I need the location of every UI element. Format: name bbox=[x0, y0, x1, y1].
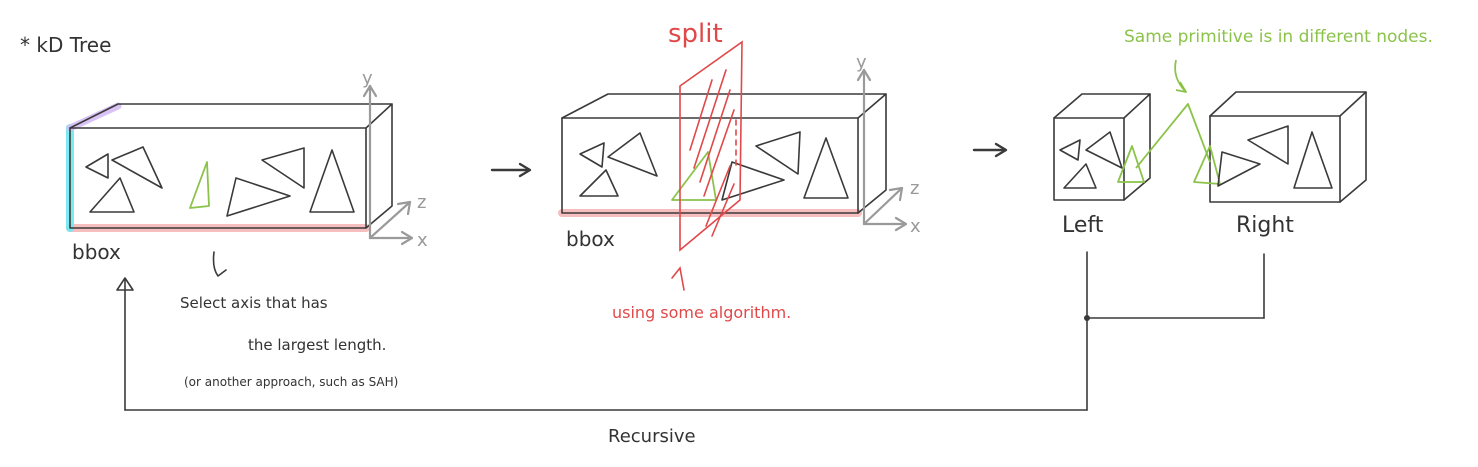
box1-top-face bbox=[69, 103, 393, 129]
left-node: Left bbox=[1053, 93, 1151, 238]
left-box-top bbox=[1053, 93, 1151, 119]
select-note-line3: (or another approach, such as SAH) bbox=[184, 375, 398, 389]
select-note-line2: the largest length. bbox=[248, 336, 386, 354]
select-note-line1: Select axis that has bbox=[180, 294, 328, 312]
split-pointer-arrow bbox=[671, 266, 685, 291]
right-box-front bbox=[1209, 115, 1341, 203]
box2-top-face bbox=[561, 93, 887, 119]
recursive-loop: Recursive bbox=[116, 251, 1265, 447]
primitive-triangle bbox=[261, 147, 305, 189]
z-axis bbox=[862, 186, 904, 226]
select-axis-note: Select axis that has the largest length.… bbox=[180, 251, 398, 389]
shared-note: Same primitive is in different nodes. bbox=[1124, 27, 1433, 47]
primitive-triangle bbox=[803, 137, 849, 199]
primitive-triangle bbox=[89, 177, 135, 213]
split-plane: split using some algorithm. bbox=[612, 19, 791, 322]
primitive-triangle bbox=[579, 142, 605, 168]
right-node: Right bbox=[1193, 91, 1367, 238]
primitive-triangle bbox=[85, 153, 109, 179]
primitive-triangle bbox=[755, 131, 801, 175]
right-label: Right bbox=[1236, 213, 1294, 238]
box1-side-face bbox=[365, 103, 393, 229]
heading: * kD Tree bbox=[20, 33, 111, 57]
x-axis-label: x bbox=[417, 230, 428, 251]
axis-gizmo-2: y z x bbox=[856, 52, 921, 237]
box1-label: bbox bbox=[72, 240, 121, 264]
primitive-triangle bbox=[579, 169, 619, 197]
right-box-top bbox=[1209, 91, 1367, 117]
arrow-to-split bbox=[490, 162, 532, 178]
primitive-triangle bbox=[309, 149, 355, 213]
junction-dot bbox=[1084, 315, 1090, 321]
arrow-to-children bbox=[972, 142, 1008, 158]
split-note: using some algorithm. bbox=[612, 303, 791, 322]
y-axis-label: y bbox=[362, 68, 373, 89]
primitive-triangle bbox=[721, 161, 785, 201]
box2: bbox bbox=[558, 93, 887, 251]
shared-primitive-triangle bbox=[189, 161, 210, 209]
left-box-side bbox=[1123, 93, 1151, 201]
z-axis bbox=[368, 200, 412, 240]
shared-primitive-triangle bbox=[671, 151, 717, 201]
axis-gizmo-1: y z x bbox=[362, 68, 428, 251]
box1: bbox bbox=[66, 102, 393, 264]
shared-primitive-note: Same primitive is in different nodes. bbox=[1124, 27, 1433, 169]
primitive-triangle bbox=[226, 177, 291, 217]
x-axis-label: x bbox=[910, 216, 921, 237]
right-box-side bbox=[1339, 91, 1367, 203]
box2-side-face bbox=[857, 93, 887, 214]
primitive-triangle bbox=[111, 146, 163, 189]
split-plane-outline bbox=[679, 40, 743, 252]
note-arrow bbox=[1174, 59, 1187, 93]
left-label: Left bbox=[1062, 213, 1104, 238]
shared-link bbox=[1135, 103, 1211, 169]
shared-primitive-right bbox=[1193, 145, 1221, 185]
return-arrowhead bbox=[116, 277, 134, 291]
recursive-label: Recursive bbox=[608, 426, 696, 447]
split-label: split bbox=[668, 19, 723, 49]
pointer-arrow bbox=[212, 251, 227, 277]
primitive-triangle bbox=[607, 132, 658, 177]
shared-primitive-left bbox=[1117, 145, 1145, 183]
y-axis-label: y bbox=[856, 52, 867, 73]
z-axis-label: z bbox=[417, 192, 426, 213]
z-axis-label: z bbox=[910, 178, 919, 199]
box2-label: bbox bbox=[566, 227, 615, 251]
